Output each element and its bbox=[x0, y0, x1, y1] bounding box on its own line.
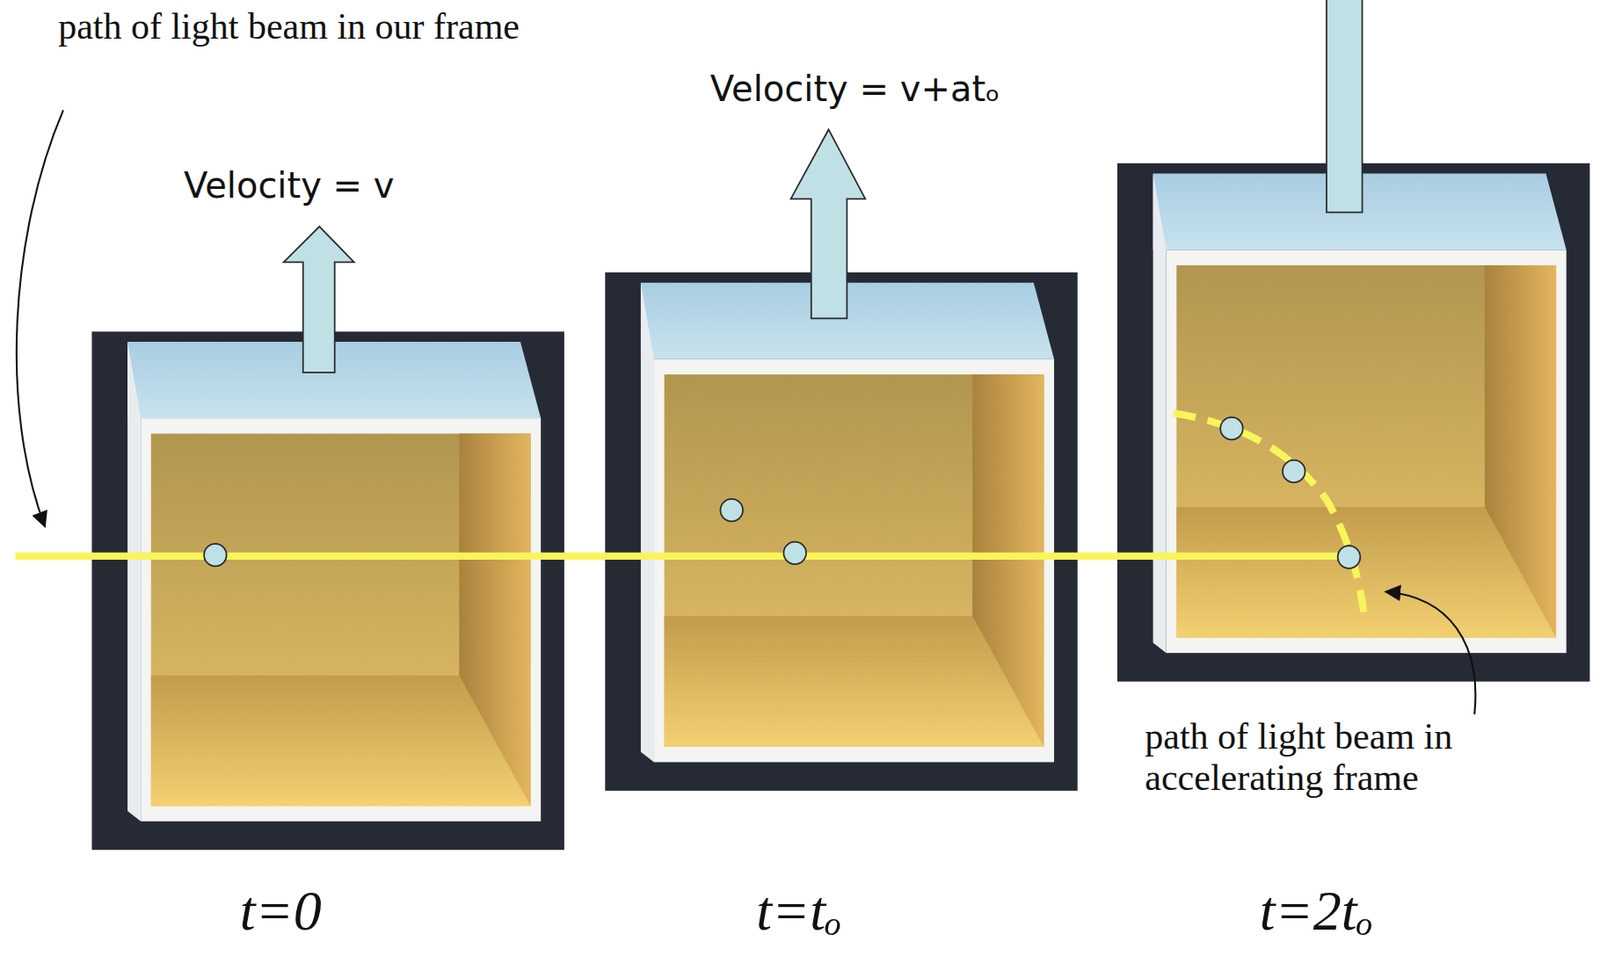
velocity-arrow bbox=[1326, 0, 1363, 213]
elevator-box bbox=[91, 331, 564, 851]
photon-dot bbox=[203, 544, 227, 568]
velocity-arrow bbox=[283, 226, 355, 373]
time-label: t=2tₒ bbox=[1259, 880, 1374, 944]
time-label: t=tₒ bbox=[756, 880, 842, 944]
photon-dot bbox=[1282, 460, 1306, 484]
photon-dot bbox=[720, 499, 743, 523]
velocity-label: Velocity = v bbox=[183, 166, 395, 206]
velocity-arrow bbox=[791, 129, 866, 319]
photon-dot bbox=[1220, 417, 1244, 441]
time-label: t=0 bbox=[240, 880, 322, 944]
velocity-label: Velocity = v+atₒ bbox=[710, 69, 1001, 110]
callout-label: path of light beam in accelerating frame bbox=[1144, 716, 1589, 800]
photon-dot bbox=[1338, 545, 1361, 569]
elevator-box bbox=[604, 272, 1077, 792]
elevator-box bbox=[1117, 163, 1590, 683]
photon-dot bbox=[783, 542, 807, 566]
leader-line bbox=[1385, 591, 1476, 714]
leader-line bbox=[16, 109, 64, 527]
callout-label: path of light beam in our frame bbox=[58, 6, 539, 48]
light-beam-curved bbox=[1173, 413, 1366, 625]
